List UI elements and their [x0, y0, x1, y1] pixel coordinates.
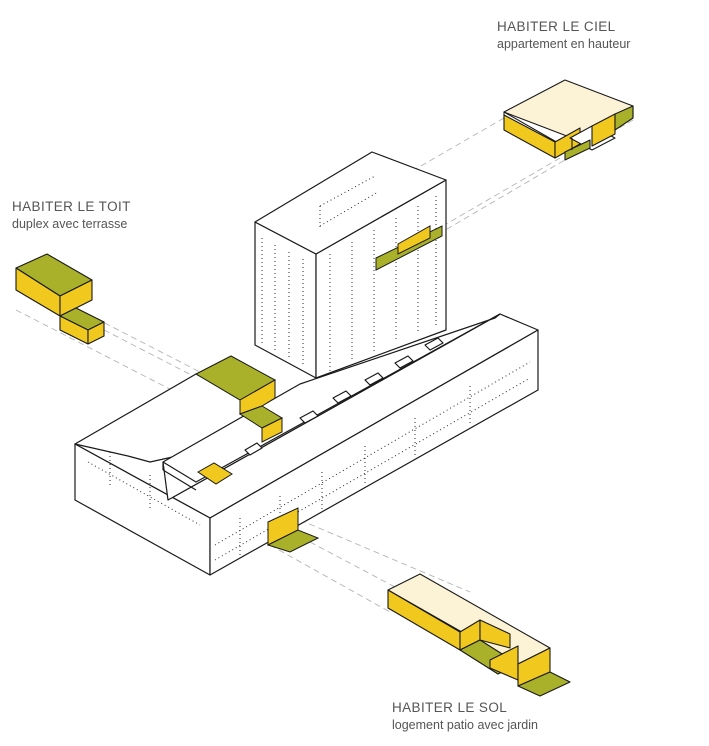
label-sol-subtitle: logement patio avec jardin	[392, 718, 538, 733]
label-ciel-subtitle: appartement en hauteur	[497, 37, 631, 52]
tower-windows	[261, 175, 437, 372]
label-sol: HABITER LE SOL logement patio avec jardi…	[392, 699, 538, 734]
highlight-toit-unit	[194, 355, 284, 443]
label-toit-title: HABITER LE TOIT	[12, 199, 131, 214]
piece-sol	[387, 573, 571, 697]
piece-toit	[15, 253, 105, 345]
label-ciel-title: HABITER LE CIEL	[497, 19, 616, 34]
balcony-notches	[244, 337, 444, 456]
label-toit: HABITER LE TOIT duplex avec terrasse	[12, 198, 131, 233]
label-ciel: HABITER LE CIEL appartement en hauteur	[497, 18, 630, 53]
highlight-patio-unit	[197, 462, 233, 485]
label-sol-title: HABITER LE SOL	[392, 700, 508, 715]
main-building	[74, 151, 539, 576]
label-toit-subtitle: duplex avec terrasse	[12, 217, 128, 232]
courtyard-edge	[162, 313, 501, 483]
highlight-ciel-unit	[375, 225, 443, 271]
tower-roof	[254, 151, 447, 255]
highlight-sol-unit	[266, 507, 320, 553]
piece-ciel	[503, 79, 634, 161]
